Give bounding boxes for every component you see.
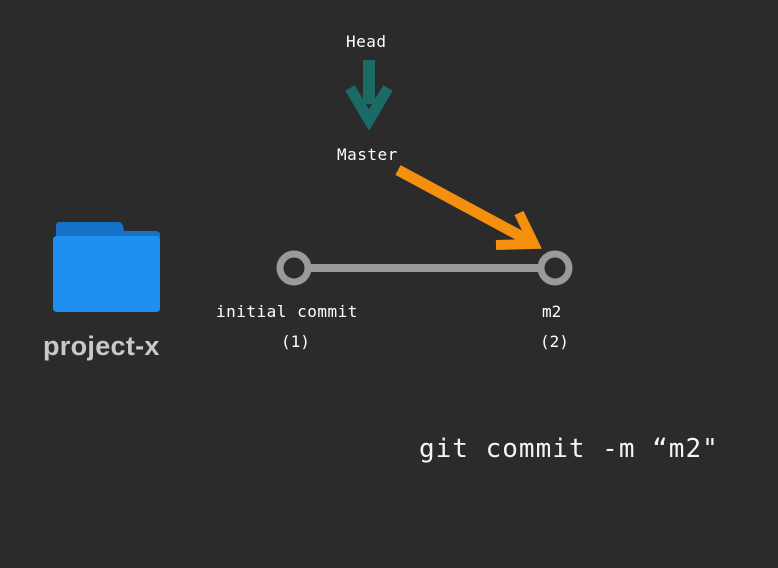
folder-name-label: project-x — [43, 331, 160, 361]
commit-message-m2: m2 — [542, 302, 562, 321]
commit-number-m2: (2) — [540, 332, 569, 351]
head-arrow — [345, 60, 393, 131]
commit-node-m2[interactable] — [537, 250, 573, 286]
folder-icon[interactable] — [53, 222, 160, 312]
git-command-text: git commit -m “m2" — [419, 434, 719, 464]
master-arrow — [395, 165, 542, 250]
commit-message-initial: initial commit — [216, 302, 358, 321]
commit-node-initial[interactable] — [276, 250, 312, 286]
commit-number-initial: (1) — [281, 332, 310, 351]
master-branch-label: Master — [337, 145, 398, 164]
head-pointer-label: Head — [346, 32, 387, 51]
